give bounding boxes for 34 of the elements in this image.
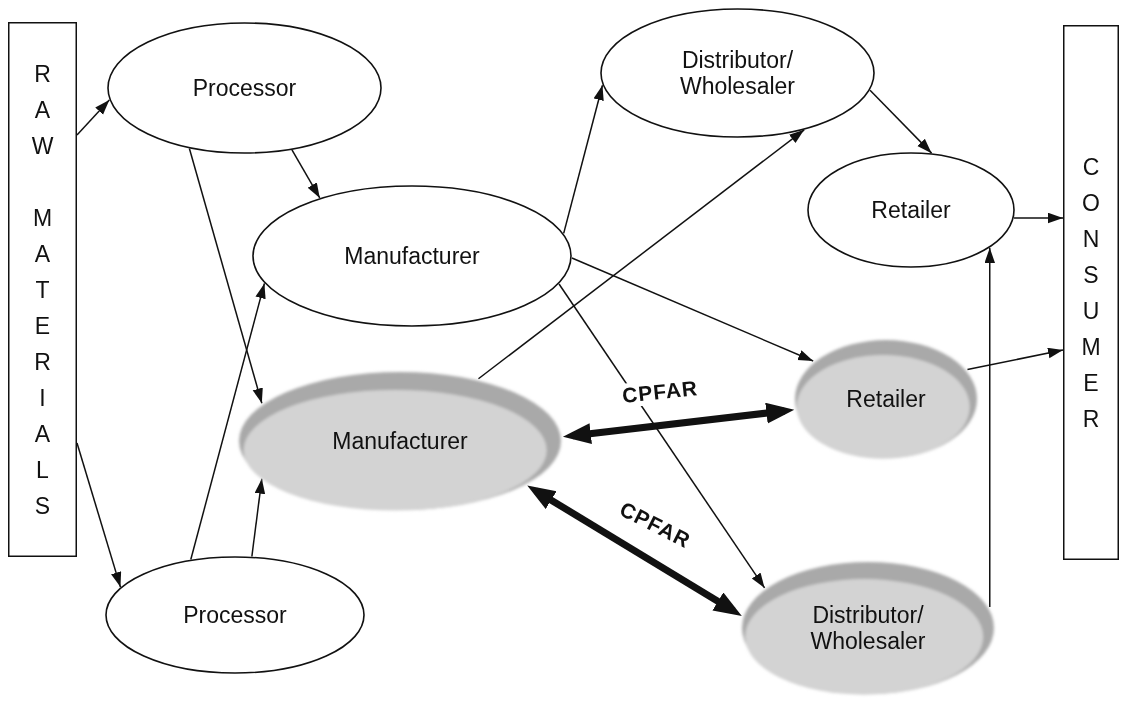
arrow (190, 282, 266, 561)
arrow (571, 257, 814, 362)
arrow (76, 99, 111, 136)
stage-label: Retailer (846, 385, 926, 413)
stage-ellipse (107, 22, 382, 154)
arrow (558, 283, 766, 589)
column-box (1063, 25, 1119, 560)
arrow (251, 477, 266, 558)
arrow (1013, 212, 1064, 224)
vertical-label: CONSUMER (1080, 152, 1102, 434)
vertical-label: RAW MATERIALS (31, 59, 54, 521)
arrow (869, 89, 933, 154)
arrow (188, 147, 263, 405)
stage-label: Manufacturer (332, 427, 468, 455)
stage-ellipse (105, 556, 365, 674)
stage-ellipse (807, 152, 1015, 268)
arrow (291, 149, 321, 199)
stage-label: Processor (183, 601, 287, 629)
stage-label: Manufacturer (344, 242, 480, 270)
arrow (966, 347, 1064, 371)
arrow (562, 84, 604, 235)
stage-label: Distributor/ Wholesaler (809, 601, 927, 655)
stage-label: Retailer (871, 196, 951, 224)
shaded-stage-disc (740, 560, 996, 696)
shaded-stage-disc (237, 370, 563, 512)
stage-label: Distributor/ Wholesaler (678, 46, 796, 100)
arrow (477, 129, 805, 380)
stage-label: Processor (192, 74, 297, 102)
arrow (984, 247, 995, 608)
stage-ellipse (600, 8, 875, 138)
double-arrow (527, 485, 742, 616)
shaded-stage-disc (793, 338, 979, 460)
column-box (8, 22, 77, 557)
stage-ellipse (252, 185, 572, 327)
